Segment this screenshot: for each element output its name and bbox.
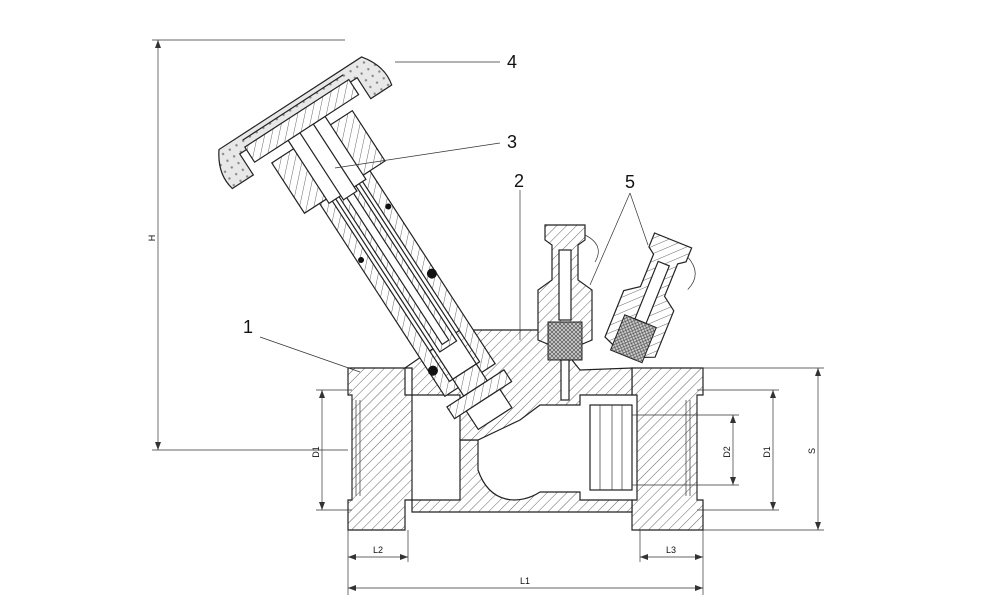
callout-1: 1 xyxy=(243,317,253,337)
dimension-d1-left-label: D1 xyxy=(311,446,321,458)
test-point-right xyxy=(604,232,696,364)
callout-leaders xyxy=(259,61,649,373)
callout-5: 5 xyxy=(625,172,635,192)
test-point-left xyxy=(537,224,599,401)
dimension-h-label: H xyxy=(147,235,157,242)
dimension-l1-label: L1 xyxy=(520,576,530,586)
callout-4: 4 xyxy=(507,52,517,72)
valve-body xyxy=(347,329,704,531)
callout-2: 2 xyxy=(514,171,524,191)
dimension-d1-right-label: D1 xyxy=(762,446,772,458)
dimension-l3-label: L3 xyxy=(666,545,676,555)
callout-3: 3 xyxy=(507,132,517,152)
dimension-lines xyxy=(152,39,824,595)
dimension-s-label: S xyxy=(807,448,817,454)
dimension-l2-label: L2 xyxy=(373,545,383,555)
bonnet-assembly xyxy=(218,56,513,431)
dimension-d2-label: D2 xyxy=(722,446,732,458)
